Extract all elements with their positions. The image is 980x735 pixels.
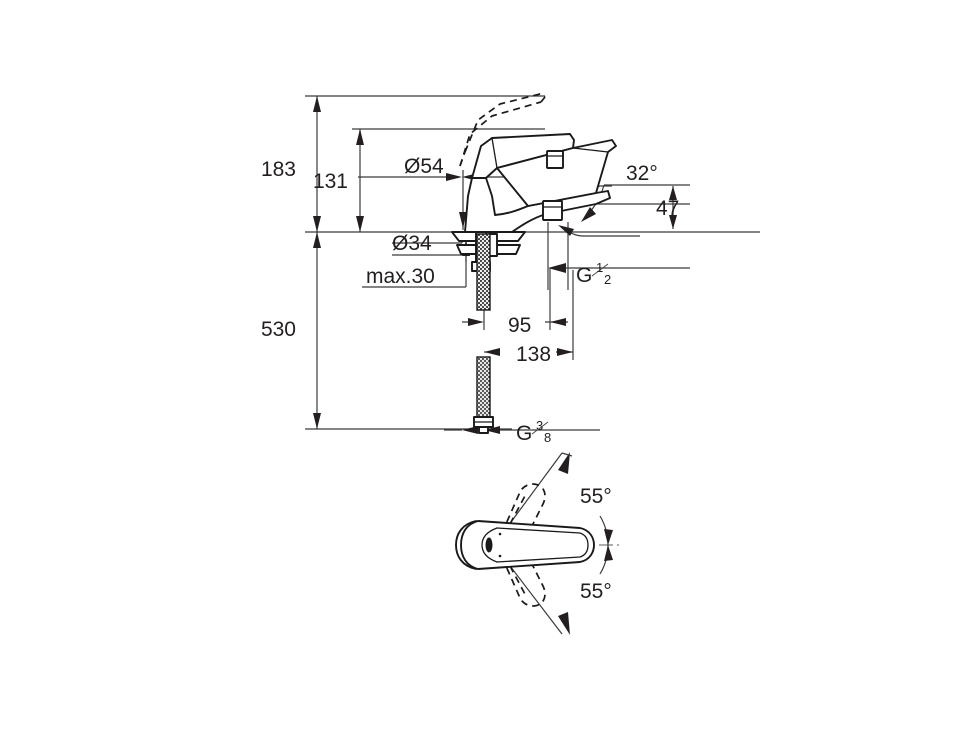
lever-rotated-down-dashed bbox=[501, 549, 546, 607]
lever-dashed-bottom-edge bbox=[459, 101, 542, 167]
g38-fraction-bar bbox=[531, 421, 549, 435]
label-32deg: 32° bbox=[626, 162, 658, 185]
lever-dashed-top-edge bbox=[464, 93, 546, 153]
arrow-g38-left bbox=[462, 426, 478, 434]
hose-end-fitting bbox=[473, 416, 494, 434]
flex-hose-lower bbox=[476, 356, 491, 418]
arrow-47-top bbox=[669, 186, 677, 200]
arrow-183-bottom bbox=[313, 216, 321, 232]
lever-neutral-body bbox=[460, 520, 595, 570]
hose-upper-braid bbox=[476, 233, 491, 311]
arrow-g38-right bbox=[484, 426, 500, 434]
label-d54: Ø54 bbox=[404, 155, 444, 178]
lever-center-slot bbox=[485, 537, 493, 553]
lever-dashed-base bbox=[459, 151, 466, 167]
arrow-530-top bbox=[313, 232, 321, 248]
arrow-rotation-upper bbox=[558, 452, 570, 474]
lever-raised-dashed bbox=[459, 93, 546, 167]
arrow-g12 bbox=[548, 263, 566, 273]
arrow-131-bottom bbox=[356, 216, 364, 232]
lever-dashed-tip bbox=[540, 96, 546, 103]
arrow-inlet bbox=[558, 225, 574, 236]
arrow-arc-lower bbox=[604, 545, 613, 561]
lever-neutral-inner-contour bbox=[496, 527, 589, 563]
label-g12-letter: G bbox=[576, 264, 592, 287]
label-183: 183 bbox=[261, 158, 296, 181]
lever-neutral-solid bbox=[455, 520, 595, 570]
arrow-95-left bbox=[468, 318, 484, 326]
aerator-box bbox=[546, 150, 564, 169]
faucet-assembly bbox=[451, 93, 617, 434]
rotation-diagram: 55° 55° bbox=[455, 452, 622, 635]
hose-lower-braid bbox=[476, 356, 491, 418]
inlet-nipple-box bbox=[542, 200, 563, 221]
arrow-138-left bbox=[484, 348, 500, 356]
label-g38-letter: G bbox=[516, 422, 532, 445]
spout-plate-crease bbox=[572, 147, 609, 153]
lever-index-dot-top bbox=[498, 532, 502, 536]
label-rotation-lower: 55° bbox=[580, 580, 612, 603]
lever-up-outline bbox=[501, 483, 546, 541]
label-d34: Ø34 bbox=[392, 232, 432, 255]
dimension-lines bbox=[305, 95, 760, 434]
label-g38-denominator: 8 bbox=[544, 430, 551, 445]
lever-down-outline bbox=[501, 549, 546, 607]
rotation-upper-tick bbox=[561, 452, 573, 457]
arrow-arc-upper bbox=[604, 529, 613, 545]
label-max30: max.30 bbox=[366, 265, 435, 288]
dimension-labels: 183 131 530 Ø54 Ø34 max.30 32° 47 95 138… bbox=[261, 155, 679, 445]
label-47: 47 bbox=[656, 197, 679, 220]
lever-down-inner bbox=[509, 565, 527, 597]
arrow-47-bottom bbox=[669, 215, 677, 229]
arrow-530-bottom bbox=[313, 413, 321, 429]
label-g12-numerator: 1 bbox=[596, 260, 603, 275]
lever-crease bbox=[491, 137, 498, 169]
arrow-183-top bbox=[313, 96, 321, 112]
arrow-95-right bbox=[550, 318, 566, 326]
lever-neutral-inner-cap bbox=[481, 527, 498, 563]
arrow-d54-down bbox=[459, 212, 467, 228]
label-95: 95 bbox=[508, 314, 531, 337]
arrow-d54-right bbox=[446, 173, 462, 181]
spout-top-plate bbox=[496, 139, 617, 207]
aerator-housing bbox=[546, 150, 564, 169]
arrow-131-top bbox=[356, 129, 364, 145]
label-g38-numerator: 3 bbox=[536, 418, 543, 433]
label-g12-denominator: 2 bbox=[604, 272, 611, 287]
label-138: 138 bbox=[516, 343, 551, 366]
label-g38: G 3 8 bbox=[516, 418, 551, 445]
flex-hose-upper bbox=[476, 233, 491, 311]
label-g12: G 1 2 bbox=[576, 260, 611, 287]
lever-up-inner bbox=[509, 493, 527, 525]
lever-index-dot-bottom bbox=[498, 554, 502, 558]
arrow-32deg bbox=[581, 207, 596, 222]
label-131: 131 bbox=[313, 170, 348, 193]
arrow-rotation-lower bbox=[558, 612, 570, 635]
hose-thread-end bbox=[478, 426, 489, 434]
lever-rotated-up-dashed bbox=[501, 483, 546, 541]
arrow-138-right bbox=[557, 348, 573, 356]
label-rotation-upper: 55° bbox=[580, 485, 612, 508]
g12-fraction-bar bbox=[591, 263, 609, 277]
spout-plate-outline bbox=[496, 139, 617, 207]
label-530: 530 bbox=[261, 318, 296, 341]
inlet-nipple bbox=[542, 200, 563, 221]
